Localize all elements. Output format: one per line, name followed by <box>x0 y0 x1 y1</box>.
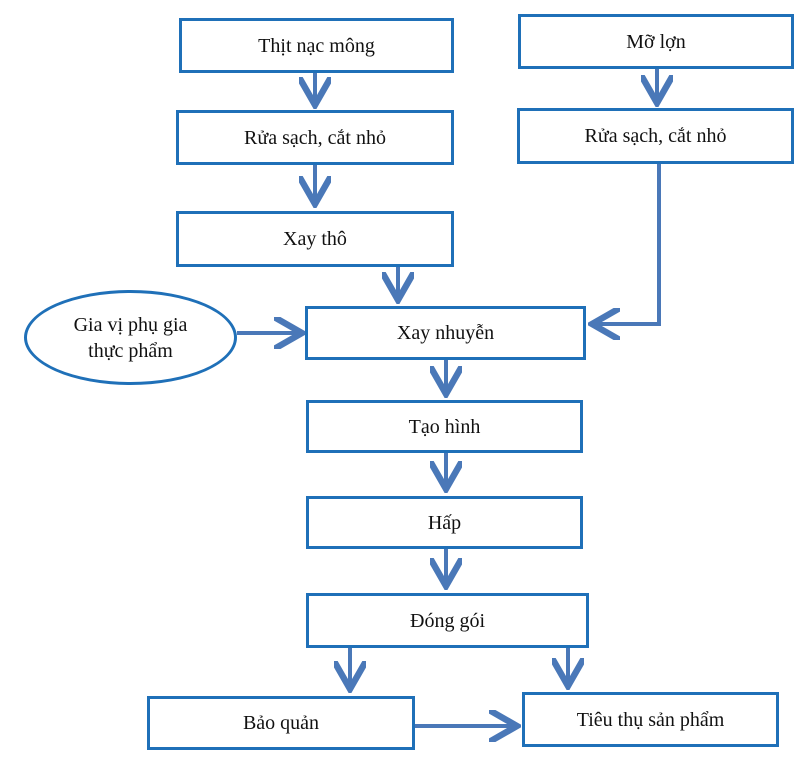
node-label: Tiêu thụ sản phẩm <box>576 708 725 731</box>
node-bao-quan: Bảo quản <box>147 696 415 750</box>
node-gia-vi-phu-gia: Gia vị phụ gia thực phẩm <box>24 290 237 385</box>
node-label: Hấp <box>427 511 462 534</box>
node-tao-hinh: Tạo hình <box>306 400 583 453</box>
node-mo-lon: Mỡ lợn <box>518 14 794 69</box>
node-xay-tho: Xay thô <box>176 211 454 267</box>
node-label-line2: thực phẩm <box>88 339 173 362</box>
node-label: Tạo hình <box>408 415 481 438</box>
node-label: Mỡ lợn <box>626 30 686 53</box>
node-label-line1: Gia vị phụ gia <box>73 313 188 336</box>
node-label: Đóng gói <box>410 609 485 632</box>
node-thit-nac-mong: Thịt nạc mông <box>179 18 454 73</box>
node-xay-nhuyen: Xay nhuyễn <box>305 306 586 360</box>
node-label: Thịt nạc mông <box>258 34 375 57</box>
node-label: Bảo quản <box>242 712 320 734</box>
node-rua-sach-left: Rửa sạch, cắt nhỏ <box>176 110 454 165</box>
node-rua-sach-right: Rửa sạch, cắt nhỏ <box>517 108 794 164</box>
arrow-rua-right-to-xaynhuyen <box>596 164 661 324</box>
node-label: Rửa sạch, cắt nhỏ <box>584 125 727 147</box>
node-label: Rửa sạch, cắt nhỏ <box>244 126 386 149</box>
node-label: Xay thô <box>283 228 347 250</box>
node-dong-goi: Đóng gói <box>306 593 589 648</box>
node-label: Xay nhuyễn <box>396 322 495 344</box>
node-tieu-thu-san-pham: Tiêu thụ sản phẩm <box>522 692 779 747</box>
node-hap: Hấp <box>306 496 583 549</box>
